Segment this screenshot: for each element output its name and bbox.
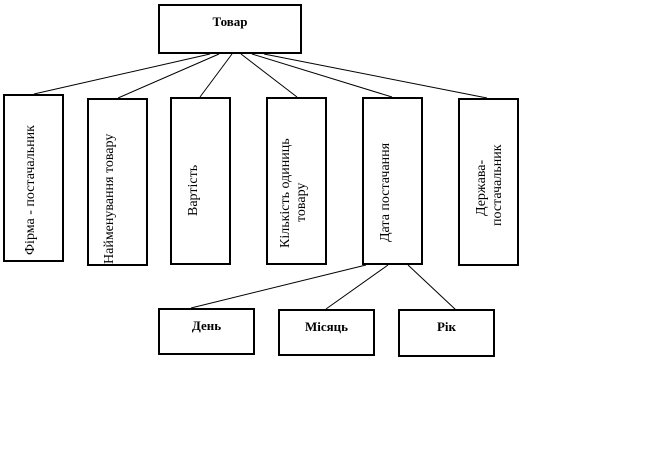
attribute-label-unit-count-line-2: товару bbox=[294, 182, 309, 222]
date-part-label-year: Рік bbox=[436, 319, 457, 334]
root-node: Товар bbox=[158, 4, 302, 54]
date-part-node-day: День bbox=[158, 308, 255, 355]
connector-root-product-name bbox=[117, 53, 220, 99]
connector-root-delivery-date bbox=[251, 53, 393, 98]
date-part-label-month: Місяць bbox=[304, 319, 349, 334]
attribute-node-supplier-country: Держава- постачальник bbox=[458, 98, 519, 266]
attribute-label-product-name: Найменування товару bbox=[102, 133, 117, 264]
date-part-node-month: Місяць bbox=[278, 309, 375, 356]
connector-root-unit-count bbox=[240, 53, 298, 98]
attribute-label-supplier-country: Держава- постачальник bbox=[474, 144, 506, 226]
date-part-label-day: День bbox=[191, 318, 222, 333]
attribute-label-delivery-date: Дата постачання bbox=[378, 142, 393, 242]
connector-root-supplier-firm bbox=[33, 53, 211, 95]
connector-root-supplier-country bbox=[263, 53, 488, 99]
attribute-label-supplier-country-line-2: постачальник bbox=[490, 144, 505, 226]
attribute-node-cost: Вартість bbox=[170, 97, 231, 265]
attribute-label-supplier-country-line-1: Держава- bbox=[474, 159, 489, 216]
attribute-label-supplier-firm: Фірма - постачальник bbox=[23, 125, 38, 255]
attribute-node-product-name: Найменування товару bbox=[87, 98, 148, 266]
attribute-node-supplier-firm: Фірма - постачальник bbox=[3, 94, 64, 262]
attribute-label-unit-count-line-1: Кількість одиниць bbox=[278, 138, 293, 248]
attribute-label-cost: Вартість bbox=[186, 164, 201, 216]
attribute-label-unit-count: Кількість одиниць товару bbox=[278, 138, 310, 248]
attribute-node-unit-count: Кількість одиниць товару bbox=[266, 97, 327, 265]
date-part-node-year: Рік bbox=[398, 309, 495, 357]
connector-date-month bbox=[325, 264, 389, 310]
root-label: Товар bbox=[212, 14, 248, 29]
connector-root-cost bbox=[199, 53, 233, 98]
connector-date-year bbox=[407, 264, 457, 311]
connector-date-day bbox=[190, 264, 367, 309]
attribute-node-delivery-date: Дата постачання bbox=[362, 97, 423, 265]
